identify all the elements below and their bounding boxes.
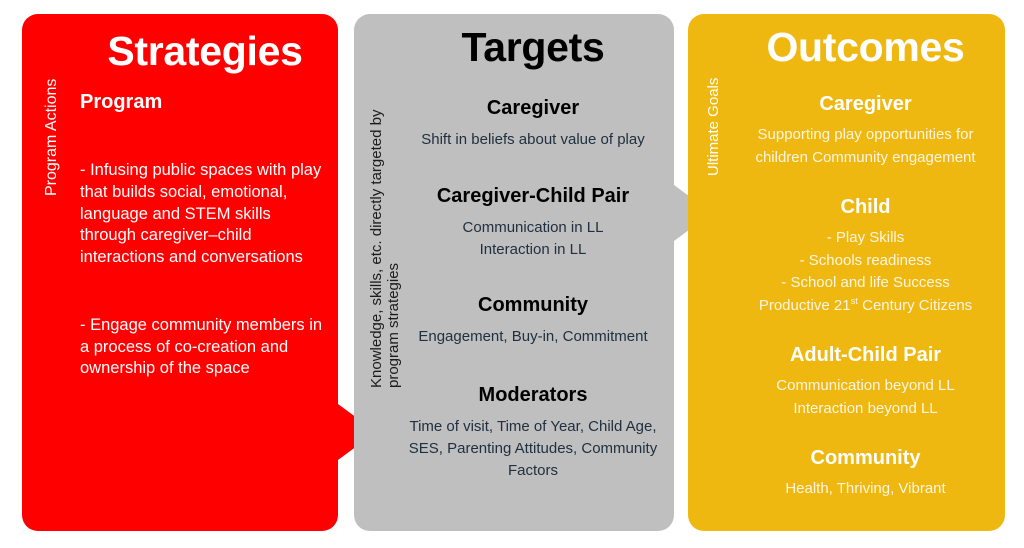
targets-line-caregiver-1: Shift in beliefs about value of play xyxy=(421,131,645,148)
outcomes-head-caregiver: Caregiver xyxy=(819,93,912,115)
targets-title: Targets xyxy=(461,24,605,70)
targets-line-community-1: Engagement, Buy-in, Commitment xyxy=(418,328,648,346)
outcomes-line-acp-1: Communication beyond LL xyxy=(776,377,955,394)
outcomes-line-community-1: Health, Thriving, Vibrant xyxy=(785,480,946,497)
side-label-targets-line1: Knowledge, skills, etc. directly targete… xyxy=(368,109,385,388)
outcomes-line-acp-2: Interaction beyond LL xyxy=(793,399,938,417)
outcomes-group-caregiver: Caregiver Supporting play opportunities … xyxy=(733,93,998,169)
side-label-ultimate-goals: Ultimate Goals xyxy=(705,77,722,176)
targets-head-moderators: Moderators xyxy=(478,384,588,406)
side-label-program-actions: Program Actions xyxy=(43,78,60,196)
panel-targets xyxy=(354,14,674,531)
outcomes-content: Outcomes Caregiver Supporting play oppor… xyxy=(733,24,998,524)
targets-group-moderators: Moderators Time of visit, Time of Year, … xyxy=(400,384,666,481)
outcomes-line-child-1: - Play Skills xyxy=(826,229,905,246)
targets-head-caregiver: Caregiver xyxy=(486,97,580,119)
outcomes-child-sup-after: Century Citizens xyxy=(857,296,973,314)
outcomes-child-sup: st xyxy=(850,295,858,307)
targets-head-community: Community xyxy=(478,294,588,317)
targets-content: Targets Caregiver Shift in beliefs about… xyxy=(400,24,666,524)
outcomes-head-community: Community xyxy=(810,447,921,469)
outcomes-group-community: Community Health, Thriving, Vibrant xyxy=(733,447,998,501)
strategies-bullet-1: - Infusing public spaces with play that … xyxy=(80,161,322,267)
targets-group-community: Community Engagement, Buy-in, Commitment xyxy=(400,294,666,348)
targets-line-ccp-2: Interaction in LL xyxy=(479,240,587,258)
outcomes-group-adult-child-pair: Adult-Child Pair Communication beyond LL… xyxy=(733,344,998,420)
outcomes-title: Outcomes xyxy=(766,24,965,70)
strategies-subhead-program: Program xyxy=(80,91,163,113)
outcomes-line-child-3: - School and life Success xyxy=(781,274,950,291)
targets-head-caregiver-child-pair: Caregiver-Child Pair xyxy=(436,184,630,207)
strategies-bullet-2: - Engage community members in a process … xyxy=(80,315,323,378)
strategies-content: Strategies Program - Infusing public spa… xyxy=(80,28,330,523)
outcomes-head-child: Child xyxy=(840,196,891,218)
targets-line-moderators-1: Time of visit, Time of Year, Child Age, … xyxy=(408,418,658,479)
outcomes-head-adult-child-pair: Adult-Child Pair xyxy=(789,344,942,366)
targets-group-caregiver: Caregiver Shift in beliefs about value o… xyxy=(400,97,666,151)
targets-line-ccp-1: Communication in LL xyxy=(462,218,604,236)
side-label-knowledge-skills: Knowledge, skills, etc. directly targete… xyxy=(368,8,403,388)
panel-strategies xyxy=(22,14,338,531)
outcomes-group-child: Child - Play Skills - Schools readiness … xyxy=(733,196,998,317)
outcomes-line-child-2: - Schools readiness xyxy=(799,251,932,269)
strategies-title: Strategies xyxy=(107,28,303,74)
outcomes-line-child-4: Productive 21st Century Citizens xyxy=(733,295,998,318)
outcomes-line-caregiver-1: Supporting play opportunities for childr… xyxy=(755,126,976,166)
panel-outcomes xyxy=(688,14,1005,531)
outcomes-child-sup-before: Productive 21 xyxy=(758,296,851,314)
targets-group-caregiver-child-pair: Caregiver-Child Pair Communication in LL… xyxy=(400,185,666,261)
